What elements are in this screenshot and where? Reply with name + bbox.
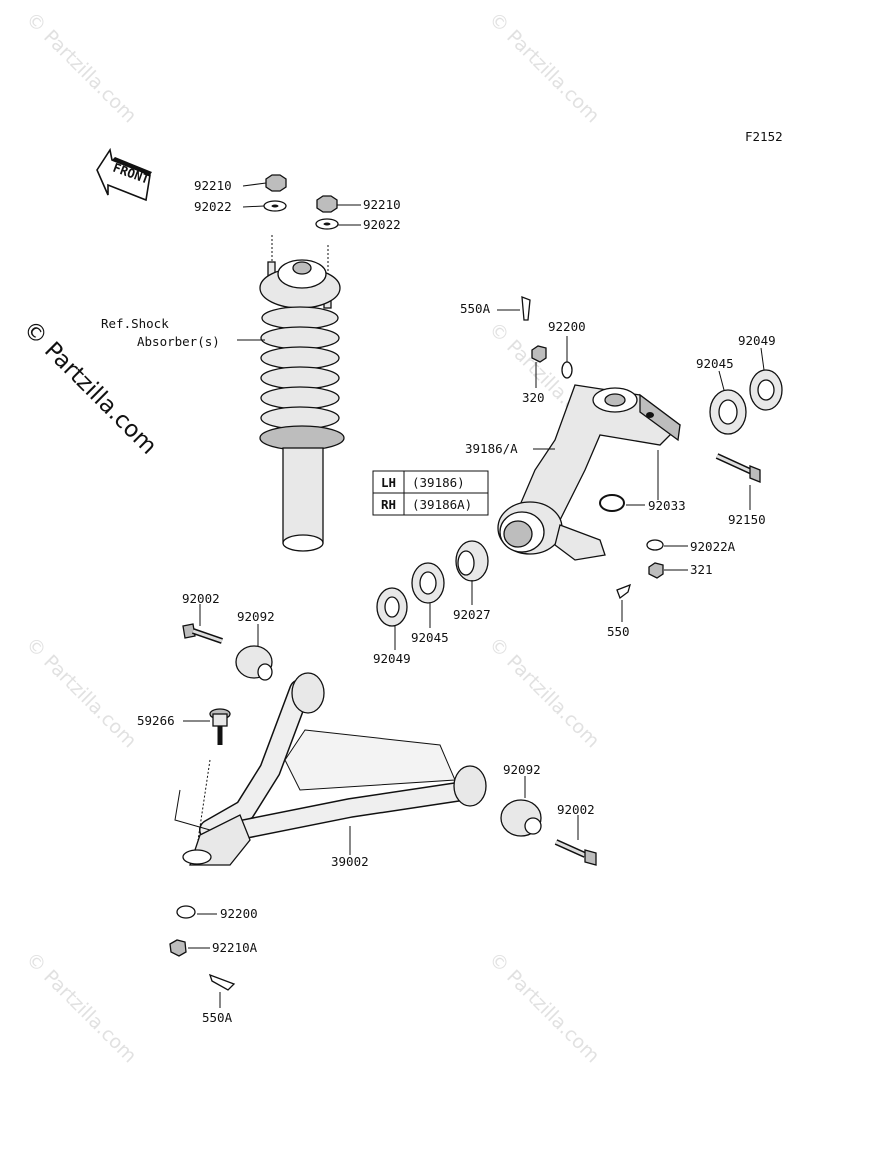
label-92200-bottom: 92200 [220,906,258,921]
label-320: 320 [522,390,545,405]
label-39002: 39002 [331,854,369,869]
table-row-rh-side: RH [381,497,396,512]
bolt-92002-left-icon [182,623,223,644]
label-550: 550 [607,624,630,639]
label-92049-bottom: 92049 [373,651,411,666]
label-92027: 92027 [453,607,491,622]
label-92092-left: 92092 [237,609,275,624]
label-92002-left: 92002 [182,591,220,606]
label-92210-right: 92210 [363,197,401,212]
steering-knuckle [497,384,681,561]
label-550a-top: 550A [460,301,491,316]
diagram-code: F2152 [745,129,783,144]
label-92049-top: 92049 [738,333,776,348]
part-labels: 92210 92022 92210 92022 Ref.Shock Absorb… [101,178,776,1025]
watermark-5: © Partzilla.com [484,633,603,752]
side-table: LH (39186) RH (39186A) [372,470,489,516]
washer-92022a-icon [646,539,664,551]
label-92002-right: 92002 [557,802,595,817]
cotter-pin-550a-top-icon [521,296,531,321]
label-321: 321 [690,562,713,577]
bolt-92002-right-icon [554,839,597,866]
label-92150: 92150 [728,512,766,527]
label-92033: 92033 [648,498,686,513]
washer-92200-bottom-icon [176,905,196,919]
label-92210-left: 92210 [194,178,232,193]
table-row-lh-part: (39186) [412,475,465,490]
shock-ref-line2: Absorber(s) [137,334,220,349]
watermark-1: © Partzilla.com [21,8,140,127]
top-knuckle-hardware [521,296,573,379]
watermark-2: © Partzilla.com [484,8,603,127]
label-92045-bottom: 92045 [411,630,449,645]
shock-ref-line1: Ref.Shock [101,316,169,331]
ball-joint-59266-icon [197,708,231,841]
label-92210a: 92210A [212,940,258,955]
label-59266: 59266 [137,713,175,728]
castle-nut-320-icon [531,345,547,363]
castle-nut-92210a-icon [169,939,187,957]
snap-ring-92033-icon [599,494,625,512]
a-arm-39002 [174,672,487,866]
label-39186a: 39186/A [465,441,518,456]
watermark-4: © Partzilla.com [21,633,140,752]
label-92045-top: 92045 [696,356,734,371]
bolt-92150-icon [715,453,761,483]
label-92022-left: 92022 [194,199,232,214]
shock-absorber [259,174,345,552]
nut-92210-left-icon [265,174,287,192]
table-row-rh-part: (39186A) [412,497,472,512]
watermark-6: © Partzilla.com [21,948,140,1067]
label-550a-bottom: 550A [202,1010,233,1025]
label-92092-right: 92092 [503,762,541,777]
label-92200-top: 92200 [548,319,586,334]
label-92022a: 92022A [690,539,736,554]
nut-92210-right-icon [316,195,338,213]
cotter-pin-550-icon [616,583,631,600]
leader-lines [183,182,765,1008]
front-arrow-icon: FRONT [96,147,152,202]
washer-92200-top-icon [561,361,573,379]
table-row-lh-side: LH [381,475,396,490]
cotter-pin-550a-bottom-icon [208,973,236,991]
label-92022-right: 92022 [363,217,401,232]
castle-nut-321-icon [648,562,664,579]
watermark-7: © Partzilla.com [484,948,603,1067]
